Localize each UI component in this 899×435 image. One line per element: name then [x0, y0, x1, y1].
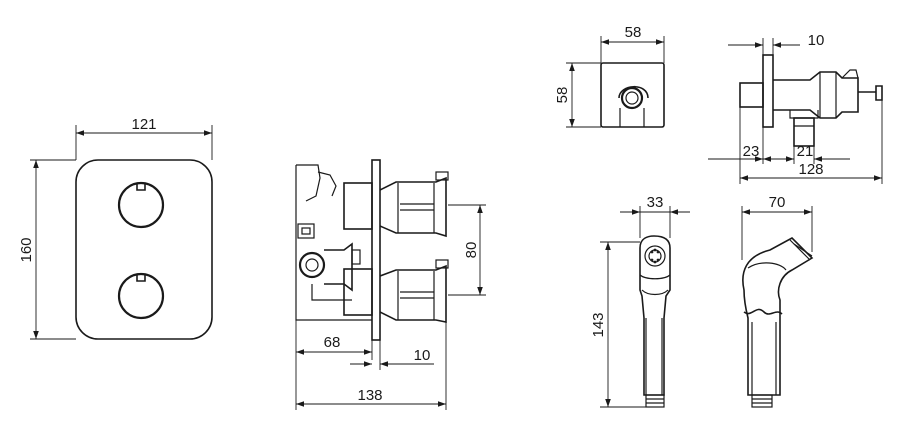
- outlet-plate: [600, 62, 665, 128]
- lower-cartridge: [343, 259, 449, 323]
- dim-elbow-total: 128: [798, 161, 823, 178]
- spray-front-view: 33 143: [590, 194, 690, 408]
- spray-side-view: 70: [741, 194, 814, 408]
- dim-panel-height: 160: [18, 237, 35, 262]
- dim-elbow-b: 21: [797, 143, 814, 160]
- front-panel-view: 121 160: [18, 116, 213, 340]
- spray-head-side: [742, 237, 814, 396]
- cover-plate: [75, 159, 213, 340]
- spray-connector-front: [645, 394, 665, 408]
- valve-side-view: 80 68 10 138: [295, 159, 486, 410]
- dim-spray-length: 143: [590, 312, 607, 337]
- dim-outlet-height: 58: [554, 87, 571, 104]
- dim-valve-depth: 68: [324, 334, 341, 351]
- dim-plate-thickness: 10: [414, 347, 431, 364]
- dim-elbow-plate: 10: [808, 32, 825, 49]
- outlet-front-view: 58 58: [554, 24, 665, 128]
- spray-head-front: [639, 235, 671, 396]
- upper-cartridge: [343, 171, 449, 238]
- lower-knob: [117, 272, 165, 320]
- upper-knob: [117, 181, 165, 229]
- dim-panel-width: 121: [131, 116, 156, 133]
- dim-valve-total-depth: 138: [357, 387, 382, 404]
- mounting-plate: [371, 159, 381, 341]
- dim-elbow-a: 23: [743, 143, 760, 160]
- spray-connector-side: [751, 394, 773, 408]
- elbow-nozzle: [793, 117, 815, 147]
- dim-valve-spacing: 80: [463, 242, 480, 259]
- dim-spray-side-width: 70: [769, 194, 786, 211]
- dim-outlet-width: 58: [625, 24, 642, 41]
- dim-spray-width: 33: [647, 194, 664, 211]
- elbow-wall-plate: [762, 54, 774, 128]
- elbow-side-view: 10 23 21 128: [708, 32, 883, 184]
- inlet-fitting: [297, 223, 361, 301]
